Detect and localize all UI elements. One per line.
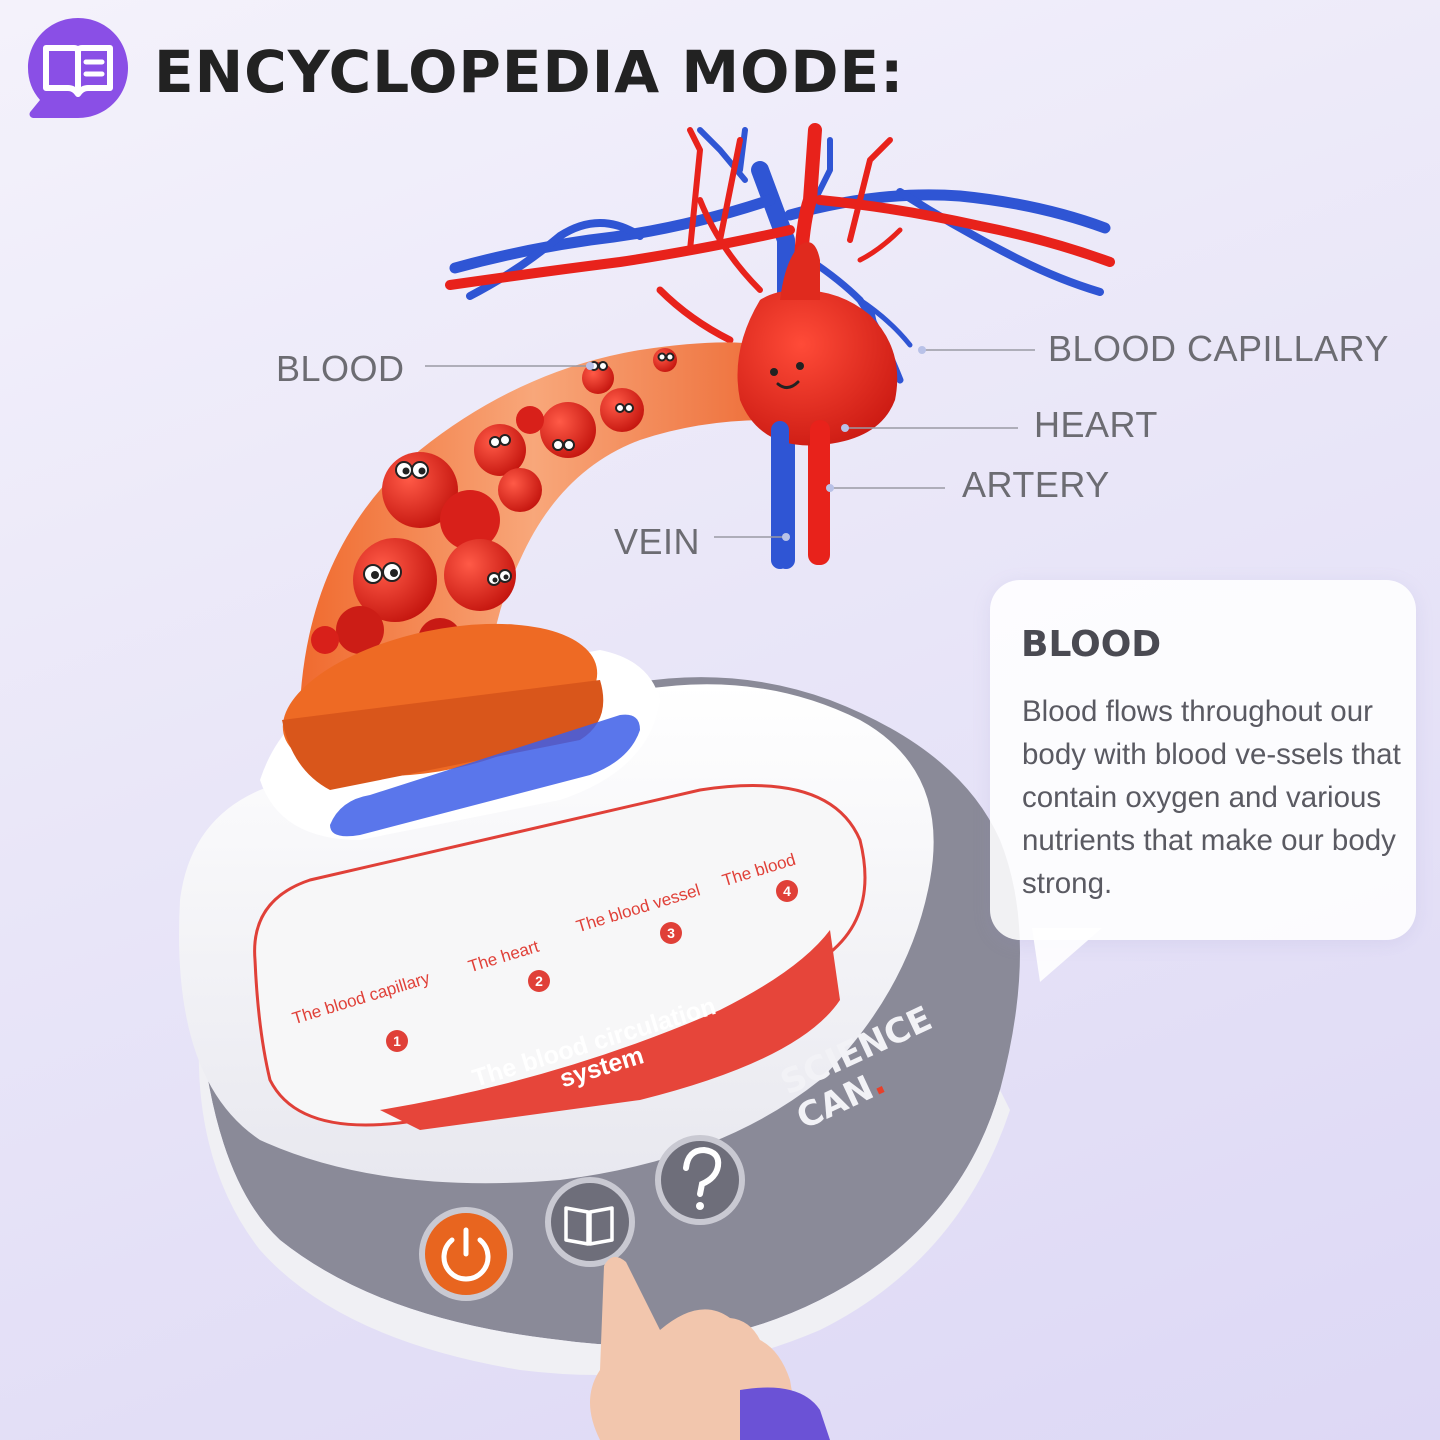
label-blood: BLOOD xyxy=(276,348,405,389)
device-body xyxy=(179,623,1020,1375)
label-vein: VEIN xyxy=(614,521,701,562)
info-card-text: Blood flows throughout our body with blo… xyxy=(1022,695,1401,900)
label-blood-capillary: BLOOD CAPILLARY xyxy=(1048,328,1389,369)
speech-bubble-tail xyxy=(1032,928,1102,982)
label-heart: HEART xyxy=(1034,404,1158,445)
open-book-icon xyxy=(28,18,128,118)
power-button xyxy=(419,1207,513,1301)
heart-model xyxy=(737,242,898,446)
blood-cells xyxy=(311,348,677,662)
step-2-number: 2 xyxy=(528,970,550,992)
page-title: ENCYCLOPEDIA MODE: xyxy=(154,38,905,106)
question-button xyxy=(655,1135,745,1225)
leader-lines xyxy=(425,349,1035,538)
label-artery: ARTERY xyxy=(962,464,1110,505)
pointing-hand xyxy=(590,1256,830,1440)
step-4-number: 4 xyxy=(776,880,798,902)
encyclopedia-button xyxy=(545,1177,635,1267)
step-1-number: 1 xyxy=(386,1030,408,1052)
info-card-title: BLOOD xyxy=(1021,624,1162,665)
step-3-number: 3 xyxy=(660,922,682,944)
info-card xyxy=(990,580,1416,940)
header: ENCYCLOPEDIA MODE: xyxy=(24,14,984,126)
